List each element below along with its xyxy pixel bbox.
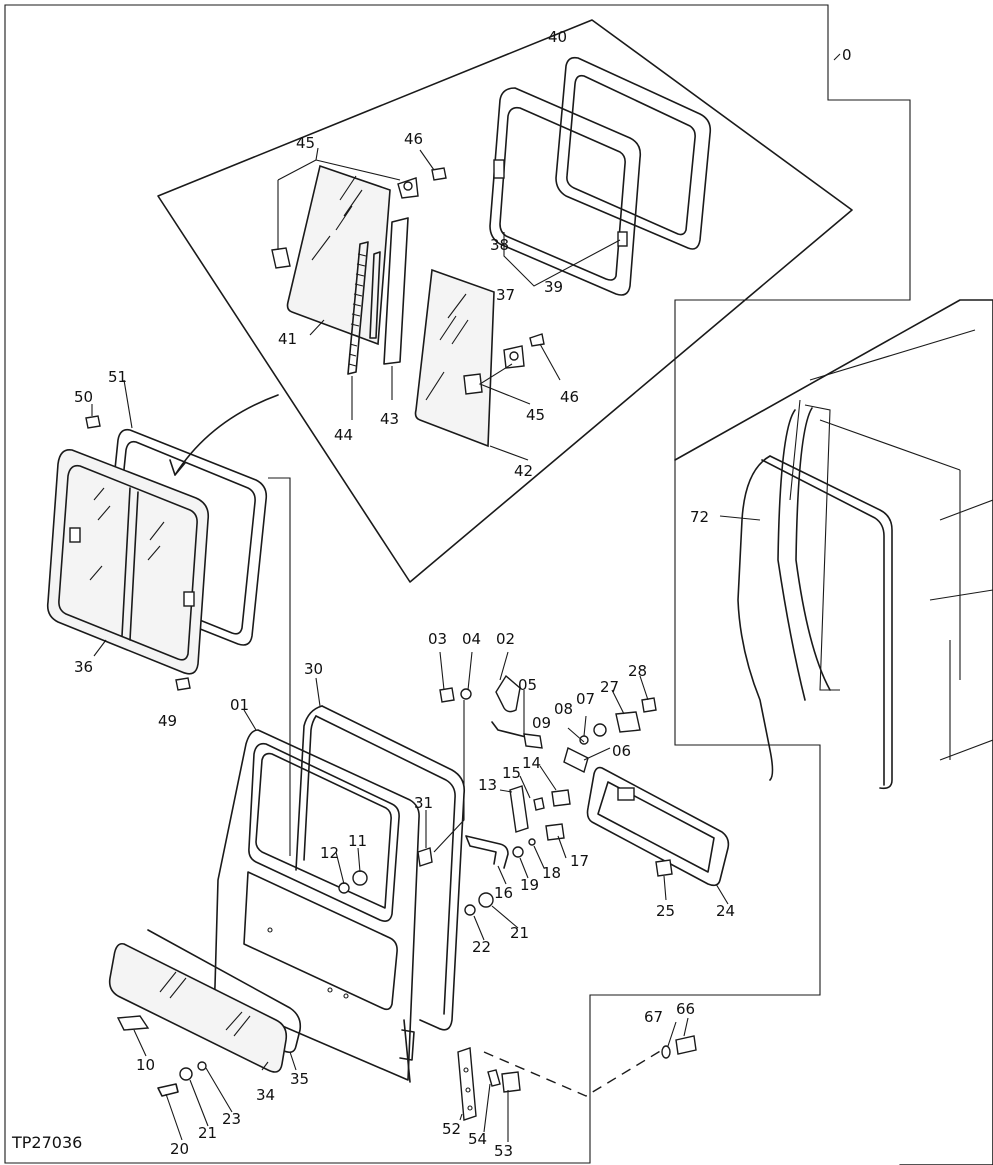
handle-assembly	[338, 785, 571, 916]
callout-09: 09	[532, 714, 551, 732]
latch-assembly	[439, 674, 657, 774]
stop-50	[85, 415, 101, 429]
callout-0: 0	[842, 46, 852, 64]
callout-46: 46	[560, 388, 579, 406]
callout-12: 12	[320, 844, 339, 862]
inset-panel	[157, 19, 853, 583]
callout-17: 17	[570, 852, 589, 870]
callout-01: 01	[230, 696, 249, 714]
glass-pane-42	[414, 268, 495, 448]
glass-pane-41	[286, 164, 391, 346]
callout-19: 19	[520, 876, 539, 894]
callout-04: 04	[462, 630, 481, 648]
callout-10: 10	[136, 1056, 155, 1074]
callout-05: 05	[518, 676, 537, 694]
callout-42: 42	[514, 462, 533, 480]
callout-24: 24	[716, 902, 735, 920]
callout-40: 40	[548, 28, 567, 46]
panel-24	[586, 766, 730, 887]
callout-67: 67	[644, 1008, 663, 1026]
callout-52: 52	[442, 1120, 461, 1138]
callout-23: 23	[222, 1110, 241, 1128]
callout-39: 39	[544, 278, 563, 296]
dashed-guide	[483, 1049, 663, 1097]
callout-34: 34	[256, 1086, 275, 1104]
callout-45: 45	[296, 134, 315, 152]
door-seal-30	[321, 705, 466, 1031]
callout-25: 25	[656, 902, 675, 920]
strip-43	[383, 217, 409, 365]
lower-window-34	[108, 929, 302, 1073]
callout-22: 22	[472, 938, 491, 956]
callout-13: 13	[478, 776, 497, 794]
callout-18: 18	[542, 864, 561, 882]
callout-45: 45	[526, 406, 545, 424]
callout-31: 31	[414, 794, 433, 812]
callout-49: 49	[158, 712, 177, 730]
callout-14: 14	[522, 754, 541, 772]
callout-51: 51	[108, 368, 127, 386]
callout-07: 07	[576, 690, 595, 708]
callout-11: 11	[348, 832, 367, 850]
callout-53: 53	[494, 1142, 513, 1160]
figure-id: TP27036	[11, 1133, 82, 1152]
callout-41: 41	[278, 330, 297, 348]
callout-02: 02	[496, 630, 515, 648]
callout-06: 06	[612, 742, 631, 760]
callout-50: 50	[74, 388, 93, 406]
callout-21: 21	[198, 1124, 217, 1142]
callout-30: 30	[304, 660, 323, 678]
callout-36: 36	[74, 658, 93, 676]
callout-08: 08	[554, 700, 573, 718]
callout-66: 66	[676, 1000, 695, 1018]
callout-28: 28	[628, 662, 647, 680]
callout-46: 46	[404, 130, 423, 148]
leader-lines	[91, 53, 841, 1142]
callout-21: 21	[510, 924, 529, 942]
callout-03: 03	[428, 630, 447, 648]
callout-16: 16	[494, 884, 513, 902]
callout-15: 15	[502, 764, 521, 782]
rubber-seal-72	[737, 455, 893, 790]
transfer-arrow	[174, 394, 279, 476]
callout-37: 37	[496, 286, 515, 304]
cab-body-inset	[674, 299, 993, 1165]
window-seal-51	[102, 428, 268, 646]
callout-43: 43	[380, 410, 399, 428]
sliding-window-36	[46, 448, 210, 675]
callout-54: 54	[468, 1130, 487, 1148]
bracket-10	[116, 1015, 150, 1031]
window-frame-38	[489, 87, 642, 296]
window-frame-40	[555, 56, 712, 250]
callout-72: 72	[690, 508, 709, 526]
callout-20: 20	[170, 1140, 189, 1158]
callout-27: 27	[600, 678, 619, 696]
callout-38: 38	[490, 236, 509, 254]
hinge-52	[457, 1047, 477, 1121]
callout-labels: 0 40 45 46 38 37 39 41 44 43 46 45 42 50…	[74, 28, 852, 1160]
callout-35: 35	[290, 1070, 309, 1088]
stop-49	[175, 677, 191, 691]
seal-strip-44	[347, 241, 369, 375]
callout-44: 44	[334, 426, 353, 444]
handle-20	[157, 1083, 179, 1097]
assembly-outline	[4, 4, 911, 1164]
